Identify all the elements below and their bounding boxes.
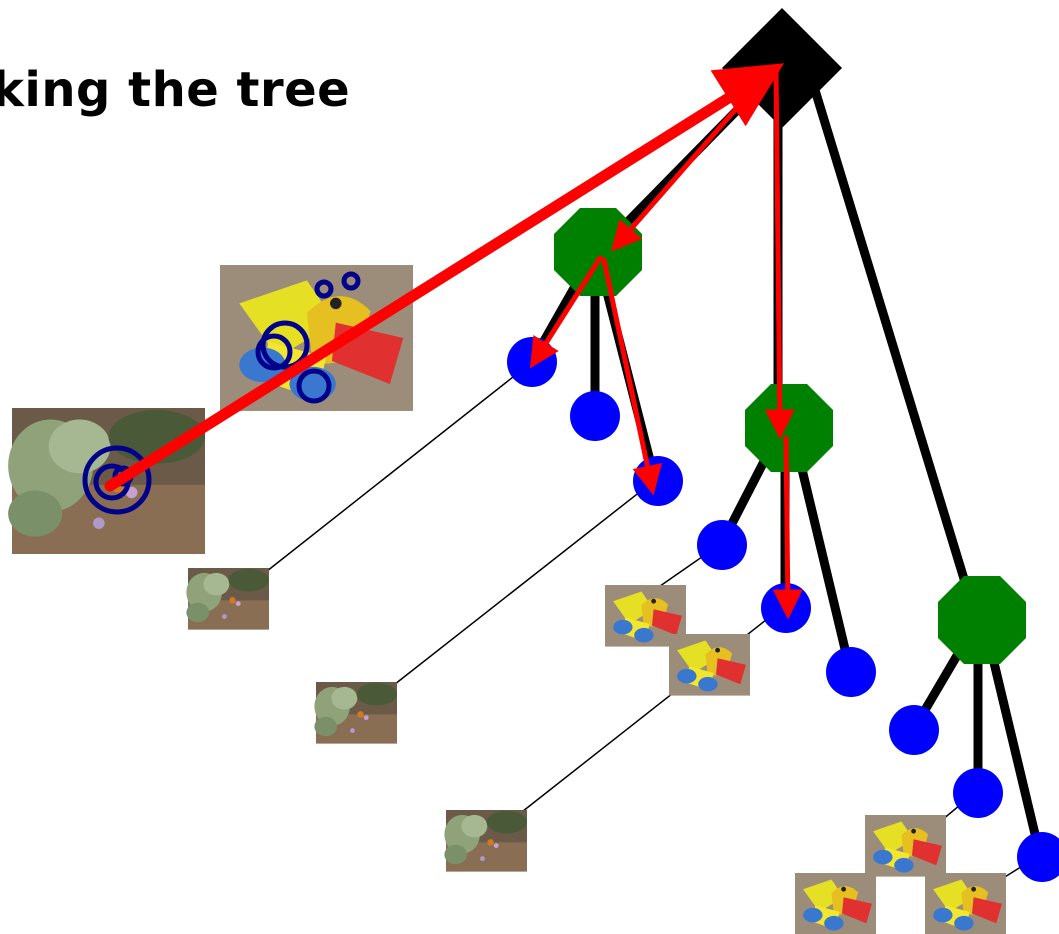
edge-n2-l6 (790, 435, 855, 675)
leaf-thumb-toy-2 (669, 634, 750, 696)
query-arrow-toy-to-root (118, 73, 762, 484)
query-path-arrows (104, 63, 803, 620)
leaf-thumb-toy-4 (795, 873, 876, 934)
edge-root-n3 (810, 85, 980, 620)
leaf-node-6 (826, 647, 876, 697)
query-arrow-root-to-n1 (611, 67, 773, 252)
internal-node-2 (745, 384, 833, 472)
leaf-node-4 (697, 520, 747, 570)
leaf-thumb-garden-2 (314, 682, 397, 744)
slide-title: king the tree (0, 62, 351, 118)
leaf-thumb-garden-3 (444, 810, 527, 872)
leaf-node-7 (889, 705, 939, 755)
internal-node-1 (554, 208, 642, 296)
leaf-thumb-toy-3 (865, 815, 946, 877)
query-image-garden (8, 408, 205, 554)
leaf-node-3 (633, 456, 683, 506)
leaf-thumb-toy-5 (925, 873, 1006, 934)
query-arrow-n1-to-l3 (601, 257, 663, 496)
query-arrow-n1-to-l1 (529, 255, 603, 369)
query-image-toy-features (255, 271, 361, 404)
leaf-node-8 (953, 768, 1003, 818)
leaf-node-9 (1017, 832, 1059, 882)
leaf-thumb-garden-1 (186, 568, 269, 630)
leaf-node-2 (570, 391, 620, 441)
query-arrow-n2-to-l5 (772, 435, 803, 620)
query-arrow-root-to-n2 (764, 67, 795, 440)
internal-node-3 (938, 576, 1026, 664)
